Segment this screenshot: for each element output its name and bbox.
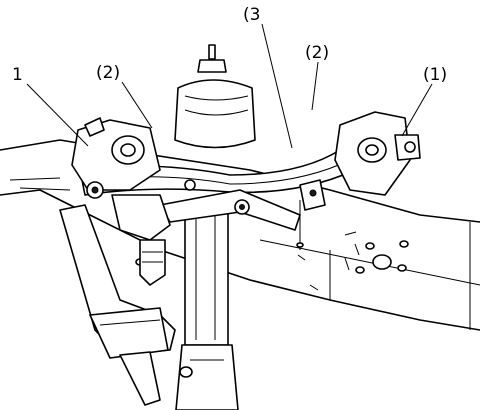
callout-center-3: (3 bbox=[243, 5, 260, 25]
leader-lines bbox=[26, 23, 433, 149]
frame-holes bbox=[135, 231, 409, 291]
left-bracket bbox=[71, 117, 161, 199]
lower-arm bbox=[59, 204, 176, 406]
callout-right-1: (1) bbox=[423, 65, 447, 85]
callout-left-1: 1 bbox=[12, 65, 23, 85]
shock-absorber bbox=[174, 44, 256, 410]
callout-left-2: (2) bbox=[96, 63, 120, 83]
right-bracket bbox=[299, 111, 421, 211]
left-knuckle bbox=[111, 194, 171, 286]
center-bolt bbox=[184, 179, 250, 215]
callout-center-2: (2) bbox=[305, 43, 329, 63]
